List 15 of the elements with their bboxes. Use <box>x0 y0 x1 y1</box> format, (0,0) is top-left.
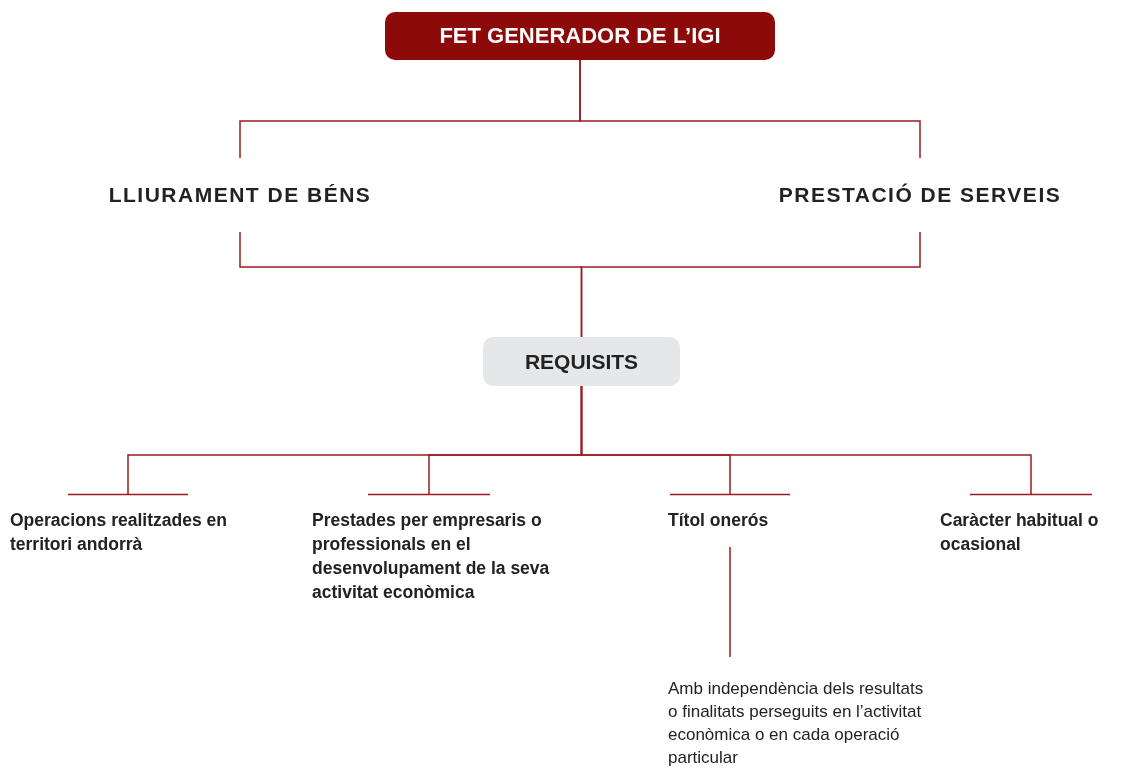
title-box <box>385 12 775 60</box>
connector-line <box>579 59 921 159</box>
requirement-text: Títol onerós <box>668 509 770 532</box>
category-label: PRESTACIÓ DE SERVEIS <box>778 183 1062 207</box>
connector-line <box>729 546 731 658</box>
connector-line <box>580 385 1032 495</box>
section-box <box>483 337 680 386</box>
requirement-text: Prestades per empresaris o professionals en el desenvolupament de la seva activitat econòmica <box>312 509 551 604</box>
category-label: LLIURAMENT DE BÉNS <box>108 183 372 207</box>
requirement-text: Caràcter habitual o ocasional <box>940 509 1100 556</box>
box-title: FET GENERADOR DE L’IGI <box>439 23 721 49</box>
connector-line <box>580 231 921 338</box>
requirement-text: Operacions realitzades en territori andorrà <box>10 509 228 556</box>
box-title: REQUISITS <box>524 349 639 374</box>
note-text: Amb independència dels resultats o finalitats perseguits en l’activitat econòmica o en cada operació particular <box>668 678 925 769</box>
